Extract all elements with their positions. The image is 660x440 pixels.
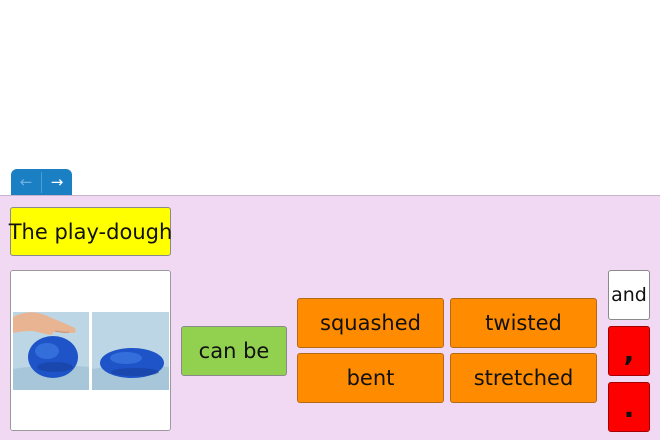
play-dough-picture [10, 270, 171, 431]
subject-tile[interactable]: The play-dough [9, 207, 172, 256]
forward-arrow-icon[interactable]: → [50, 173, 64, 191]
nav-divider [41, 172, 42, 193]
comma-tile[interactable]: , [608, 326, 650, 376]
sentence-board: The play-dough [0, 195, 660, 440]
conjunction-tile-and[interactable]: and [608, 270, 650, 320]
full-stop-tile[interactable]: . [608, 382, 650, 432]
word-tile-stretched[interactable]: stretched [450, 353, 597, 403]
word-tile-bent[interactable]: bent [297, 353, 444, 403]
navigation-arrows: ← → [11, 169, 72, 196]
word-tile-twisted[interactable]: twisted [450, 298, 597, 348]
play-dough-squash-image-icon [11, 271, 170, 430]
verb-phrase-tile[interactable]: can be [181, 326, 287, 376]
word-tile-squashed[interactable]: squashed [297, 298, 444, 348]
back-arrow-icon[interactable]: ← [19, 173, 33, 191]
